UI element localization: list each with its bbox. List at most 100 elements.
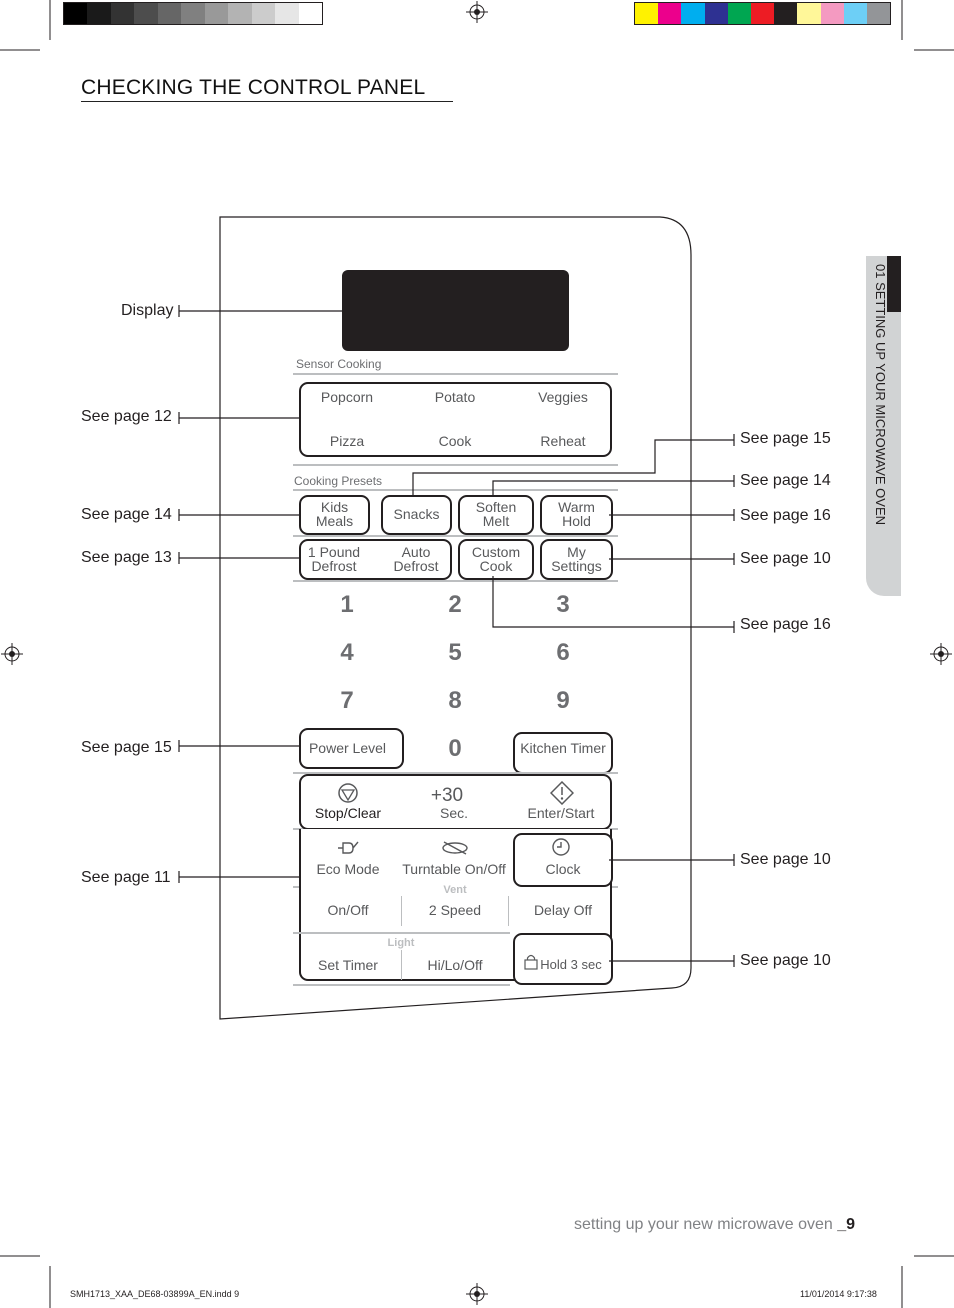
my-settings-label-2: Settings bbox=[551, 558, 602, 574]
stop-icon bbox=[338, 783, 358, 803]
button-separator bbox=[401, 896, 402, 926]
digit-1-button[interactable]: 1 bbox=[340, 591, 354, 618]
reheat-button[interactable]: Reheat bbox=[540, 433, 586, 449]
divider bbox=[293, 932, 510, 934]
divider bbox=[293, 373, 618, 375]
light-label: Light bbox=[384, 936, 418, 950]
light-hi-lo-off-button[interactable]: Hi/Lo/Off bbox=[427, 957, 483, 973]
kitchen-timer-button[interactable] bbox=[513, 732, 613, 774]
power-level-button[interactable] bbox=[299, 728, 404, 769]
footer-text: setting up your new microwave oven bbox=[574, 1216, 833, 1233]
sensor-cooking-group bbox=[299, 382, 612, 457]
divider bbox=[293, 464, 618, 466]
snacks-button[interactable] bbox=[381, 495, 452, 535]
turntable-button[interactable]: Turntable On/Off bbox=[402, 861, 506, 877]
clock-icon bbox=[552, 838, 570, 856]
callout-eco-vent-light: See page 11 bbox=[81, 869, 171, 886]
eco-mode-icon bbox=[338, 841, 359, 854]
callout-soften-melt: See page 14 bbox=[740, 472, 831, 489]
page-number: _9 bbox=[837, 1216, 856, 1233]
callout-display: Display bbox=[121, 302, 174, 319]
power-level-label: Power Level bbox=[308, 740, 387, 756]
potato-button[interactable]: Potato bbox=[434, 389, 476, 405]
pizza-button[interactable]: Pizza bbox=[329, 433, 365, 449]
callout-sensor-cooking: See page 12 bbox=[81, 408, 172, 425]
warm-hold-button[interactable] bbox=[540, 495, 613, 535]
print-slug-file: SMH1713_XAA_DE68-03899A_EN.indd 9 bbox=[70, 1289, 240, 1299]
callout-hold: See page 10 bbox=[740, 952, 831, 969]
callout-warm-hold: See page 16 bbox=[740, 507, 831, 524]
hold-3-sec-button[interactable] bbox=[513, 933, 613, 985]
digit-3-button[interactable]: 3 bbox=[556, 591, 570, 618]
stop-clear-button[interactable]: Stop/Clear bbox=[314, 805, 382, 821]
digit-0-button[interactable]: 0 bbox=[448, 735, 462, 762]
callout-defrost: See page 13 bbox=[81, 549, 172, 566]
kids-meals-label-1: Kids bbox=[320, 499, 349, 515]
my-settings-label-1: My bbox=[567, 544, 586, 560]
pound-defrost-label-2[interactable]: Defrost bbox=[311, 558, 357, 574]
digit-6-button[interactable]: 6 bbox=[556, 639, 570, 666]
callout-my-settings: See page 10 bbox=[740, 550, 831, 567]
vent-label: Vent bbox=[438, 883, 472, 897]
button-separator bbox=[508, 896, 509, 926]
digit-9-button[interactable]: 9 bbox=[556, 687, 570, 714]
hold-3-sec-label: Hold 3 sec bbox=[540, 957, 602, 972]
chapter-tab-label: 01 SETTING UP YOUR MICROWAVE OVEN bbox=[873, 264, 888, 526]
sensor-cooking-heading: Sensor Cooking bbox=[296, 357, 382, 371]
soften-melt-label-2: Melt bbox=[482, 513, 510, 529]
divider bbox=[293, 535, 618, 537]
sensor-cook-button[interactable]: Cook bbox=[438, 433, 472, 449]
digit-7-button[interactable]: 7 bbox=[340, 687, 354, 714]
callout-clock: See page 10 bbox=[740, 851, 831, 868]
vent-on-off-button[interactable]: On/Off bbox=[327, 902, 369, 918]
warm-hold-label-1: Warm bbox=[558, 499, 595, 515]
vent-2-speed-button[interactable]: 2 Speed bbox=[428, 902, 482, 918]
divider bbox=[293, 772, 618, 774]
page-title: CHECKING THE CONTROL PANEL bbox=[81, 76, 426, 99]
divider bbox=[293, 984, 510, 986]
defrost-group bbox=[299, 539, 452, 580]
enter-start-button[interactable]: Enter/Start bbox=[527, 805, 595, 821]
callout-custom-cook: See page 16 bbox=[740, 616, 831, 633]
set-timer-button[interactable]: Set Timer bbox=[318, 957, 378, 973]
kids-meals-button[interactable] bbox=[299, 495, 370, 535]
my-settings-button[interactable] bbox=[540, 539, 613, 580]
pound-defrost-label-1[interactable]: 1 Pound bbox=[307, 544, 361, 560]
eco-mode-button[interactable]: Eco Mode bbox=[316, 861, 380, 877]
turntable-icon bbox=[442, 841, 468, 855]
callout-presets: See page 14 bbox=[81, 506, 172, 523]
soften-melt-button[interactable] bbox=[458, 495, 534, 535]
veggies-button[interactable]: Veggies bbox=[538, 389, 588, 405]
cooking-presets-heading: Cooking Presets bbox=[294, 474, 383, 488]
plus30-label[interactable]: +30 bbox=[430, 785, 464, 806]
page-footer: setting up your new microwave oven _9 bbox=[574, 1216, 855, 1234]
print-slug-date: 11/01/2014 9:17:38 bbox=[800, 1289, 877, 1299]
popcorn-button[interactable]: Popcorn bbox=[320, 389, 374, 405]
vent-delay-off-button[interactable]: Delay Off bbox=[533, 902, 593, 918]
callout-snacks: See page 15 bbox=[740, 430, 831, 447]
auto-defrost-label-2[interactable]: Defrost bbox=[393, 558, 439, 574]
clock-button[interactable] bbox=[513, 833, 613, 887]
digit-4-button[interactable]: 4 bbox=[340, 639, 354, 666]
warm-hold-label-2: Hold bbox=[562, 513, 591, 529]
start-icon bbox=[550, 781, 574, 805]
digit-5-button[interactable]: 5 bbox=[448, 639, 462, 666]
custom-cook-button[interactable] bbox=[458, 539, 534, 580]
auto-defrost-label-1[interactable]: Auto bbox=[401, 544, 431, 560]
digit-2-button[interactable]: 2 bbox=[448, 591, 462, 618]
chapter-tab-marker bbox=[887, 256, 901, 312]
callout-power-level: See page 15 bbox=[81, 739, 172, 756]
digit-8-button[interactable]: 8 bbox=[448, 687, 462, 714]
soften-melt-label-1: Soften bbox=[475, 499, 517, 515]
plus30-sec-label: Sec. bbox=[439, 805, 468, 821]
button-separator bbox=[401, 950, 402, 980]
divider bbox=[293, 580, 618, 582]
custom-cook-label-1: Custom bbox=[471, 544, 521, 560]
custom-cook-label-2: Cook bbox=[479, 558, 513, 574]
lock-icon bbox=[524, 954, 538, 970]
display-screen bbox=[342, 270, 569, 351]
chapter-tab bbox=[866, 256, 901, 596]
divider bbox=[293, 489, 618, 491]
